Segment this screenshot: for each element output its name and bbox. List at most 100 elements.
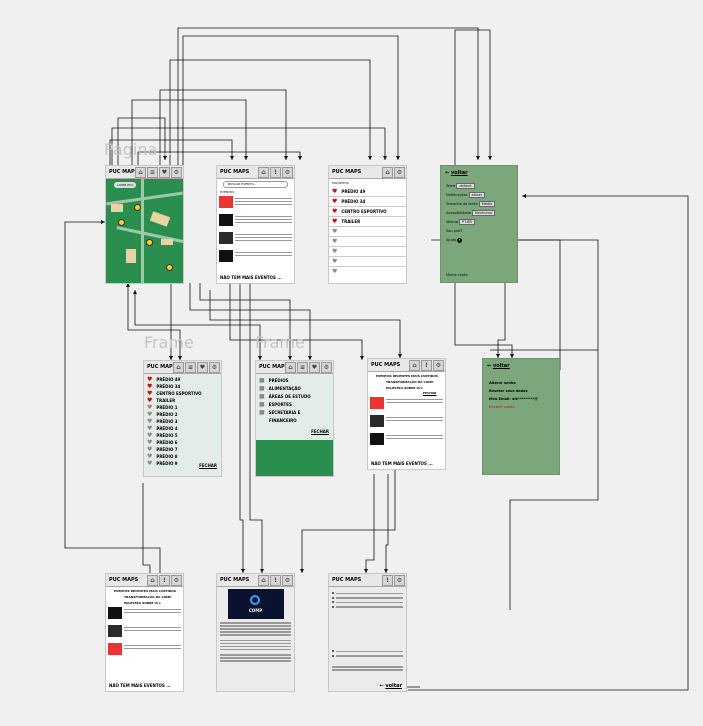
excluir-conta-link[interactable]: Excluir conta [489,405,515,409]
gear-icon[interactable]: ⚙ [321,362,332,373]
category-item[interactable]: ■SECRETARIA E [259,408,301,416]
setting-ajuda[interactable]: Ajuda ? [446,238,463,243]
heart-icon[interactable]: ♥ [147,425,153,432]
heart-icon[interactable]: ♥ [332,248,338,255]
heart-icon[interactable]: ♥ [332,218,338,225]
resetar-dados-link[interactable]: Resetar seus dados [489,389,528,393]
search-input[interactable]: BUSCAR EVENTO... [223,181,288,188]
home-icon[interactable]: ⌂ [258,575,269,586]
home-icon[interactable]: ⌂ [409,360,420,371]
menu-item[interactable]: ♥PRÉDIO 4 [147,425,178,432]
event-card[interactable] [108,625,181,641]
list-icon[interactable]: ≡ [147,167,158,178]
filter-option[interactable]: PALESTRA SOBRE IA's [124,601,161,605]
idioma-select[interactable]: PT-BR [459,219,475,225]
map-pin[interactable] [118,219,125,226]
help-icon[interactable]: ? [457,238,463,243]
event-card[interactable] [219,196,292,212]
notification-icon[interactable]: ! [421,360,432,371]
notification-icon[interactable]: ! [382,575,393,586]
gear-icon[interactable]: ⚙ [433,360,444,371]
event-card[interactable] [219,232,292,248]
menu-item[interactable]: ♥PRÉDIO 49 [147,376,181,383]
gear-icon[interactable]: ⚙ [171,575,182,586]
heart-icon[interactable]: ♥ [332,188,338,195]
heart-icon[interactable]: ♥ [147,418,153,425]
filter-option[interactable]: TRANSFORMAÇÃO DA COMP [386,380,434,384]
menu-item[interactable]: ♥PRÉDIO 2 [147,411,178,418]
notification-icon[interactable]: ! [270,167,281,178]
heart-icon[interactable]: ♥ [147,446,153,453]
menu-item[interactable]: ♥CENTRO ESPORTIVO [147,390,202,397]
heart-icon[interactable]: ♥ [197,362,208,373]
gear-icon[interactable]: ⚙ [171,167,182,178]
menu-item[interactable]: ♥PRÉDIO 9 [147,460,178,467]
heart-icon[interactable]: ♥ [332,198,338,205]
back-link[interactable]: ← voltar [487,363,510,369]
list-icon[interactable]: ≡ [297,362,308,373]
heart-icon[interactable]: ♥ [147,432,153,439]
menu-item[interactable]: ♥TRAILER [147,397,176,404]
heart-icon[interactable]: ♥ [147,439,153,446]
home-icon[interactable]: ⌂ [173,362,184,373]
alterar-senha-link[interactable]: Alterar senha [489,381,516,385]
heart-icon[interactable]: ♥ [332,258,338,265]
favorite-item[interactable]: ♥PRÉDIO 49 [329,187,406,197]
menu-item[interactable]: ♥PRÉDIO 5 [147,432,178,439]
gear-icon[interactable]: ⚙ [282,575,293,586]
menu-item[interactable]: ♥PRÉDIO 8 [147,453,178,460]
heart-icon[interactable]: ♥ [147,383,153,390]
heart-icon[interactable]: ♥ [147,460,153,467]
heart-icon[interactable]: ♥ [332,268,338,275]
home-icon[interactable]: ⌂ [285,362,296,373]
favorite-item[interactable]: ♥CENTRO ESPORTIVO [329,207,406,217]
notification-icon[interactable]: ! [270,575,281,586]
minha-conta-link[interactable]: Minha conta [446,273,468,277]
filter-option[interactable]: PALESTRA SOBRE IA's [386,386,423,390]
category-item[interactable]: ■ESPORTES [259,400,292,408]
heart-icon[interactable]: ♥ [147,411,153,418]
heart-icon[interactable]: ♥ [147,453,153,460]
heart-icon[interactable]: ♥ [332,208,338,215]
gear-icon[interactable]: ⚙ [394,167,405,178]
gear-icon[interactable]: ⚙ [282,167,293,178]
notification-icon[interactable]: ! [159,575,170,586]
menu-item[interactable]: ♥PRÉDIO 1 [147,404,178,411]
fonte-select[interactable]: Média [478,201,496,207]
event-card[interactable] [108,643,181,659]
home-icon[interactable]: ⌂ [382,167,393,178]
heart-icon[interactable]: ♥ [147,404,153,411]
event-card[interactable] [370,433,443,449]
menu-item[interactable]: ♥PRÉDIO 3 [147,418,178,425]
filter-option[interactable]: TRANSFORMAÇÃO DA COMP [124,595,172,599]
menu-item[interactable]: ♥PRÉDIO 7 [147,446,178,453]
close-button[interactable]: FECHAR [311,429,329,434]
event-card[interactable] [219,214,292,230]
back-link[interactable]: ← voltar [379,683,402,689]
heart-icon[interactable]: ♥ [332,228,338,235]
heart-icon[interactable]: ♥ [147,397,153,404]
close-button[interactable]: FECHAR [199,463,217,468]
tema-select[interactable]: default [456,183,475,189]
heart-icon[interactable]: ♥ [159,167,170,178]
category-item[interactable]: ■ALIMENTAÇÃO [259,384,301,392]
setting-sou-prof[interactable]: Sou prof? [446,229,463,233]
favorite-item[interactable]: ♥PRÉDIO 34 [329,197,406,207]
map-pin[interactable] [134,204,141,211]
home-icon[interactable]: ⌂ [135,167,146,178]
map-pin[interactable] [166,264,173,271]
back-link[interactable]: ← voltar [445,170,468,176]
home-icon[interactable]: ⌂ [258,167,269,178]
menu-item[interactable]: ♥PRÉDIO 34 [147,383,181,390]
notif-select[interactable]: ativas [468,192,486,198]
favorite-item[interactable]: ♥TRAILER [329,217,406,227]
map-pin[interactable] [146,239,153,246]
home-icon[interactable]: ⌂ [147,575,158,586]
event-card[interactable] [108,607,181,623]
category-item[interactable]: ■ÁREAS DE ESTUDO [259,392,311,400]
events-filter[interactable]: EVENTOS [220,190,235,194]
heart-icon[interactable]: ♥ [147,390,153,397]
list-icon[interactable]: ≡ [185,362,196,373]
campus-map[interactable]: LAYER PUC [106,179,183,283]
heart-icon[interactable]: ♥ [332,238,338,245]
